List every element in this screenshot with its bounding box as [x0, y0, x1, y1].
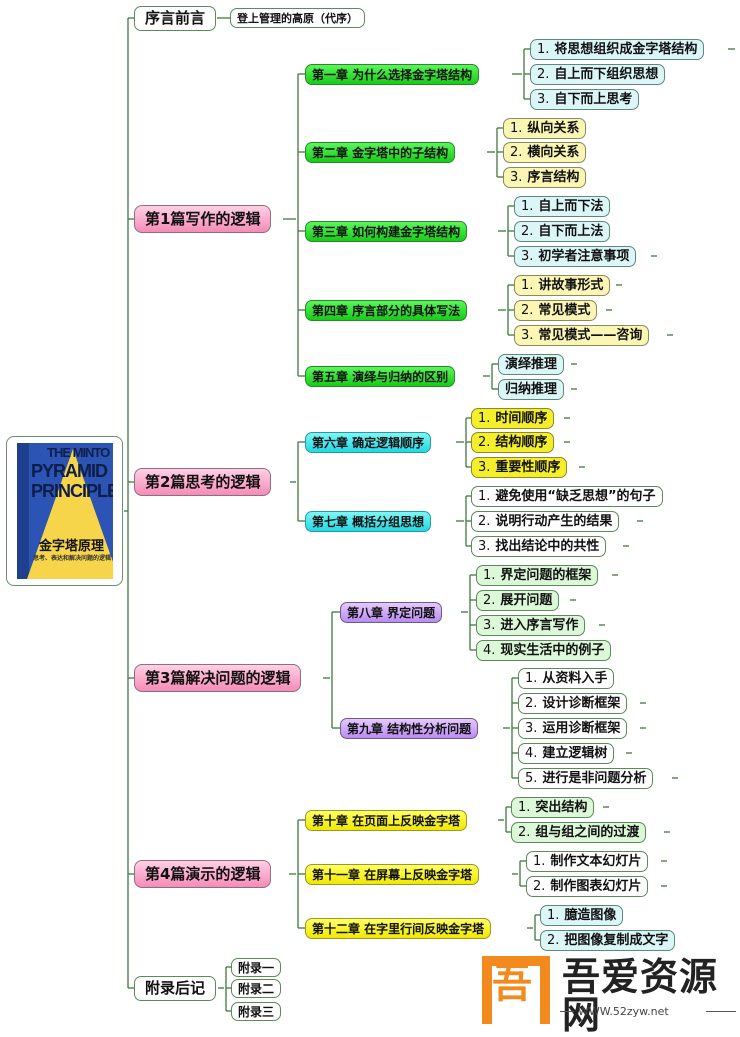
ch10-item-1[interactable]: 1.突出结构 [511, 797, 595, 818]
ch3-item-1[interactable]: 1.自上而下法 [514, 196, 611, 217]
ch11-item-1[interactable]: 1.制作文本幻灯片 [526, 851, 649, 872]
chapter-3[interactable]: 第三章 如何构建金字塔结构 [305, 221, 468, 242]
chapter-10[interactable]: 第十章 在页面上反映金字塔 [305, 810, 468, 831]
chapter-5[interactable]: 第五章 演绎与归纳的区别 [305, 366, 456, 387]
chapter-2[interactable]: 第二章 金字塔中的子结构 [305, 142, 456, 163]
ch6-item-3[interactable]: 3.重要性顺序 [471, 457, 568, 478]
branch-appendix[interactable]: 附录后记 [134, 976, 217, 1001]
ch3-item-3[interactable]: 3.初学者注意事项 [514, 246, 637, 267]
ch1-item-3[interactable]: 3.自下而上思考 [530, 89, 640, 110]
ch1-item-2[interactable]: 2.自上而下组织思想 [530, 64, 666, 85]
watermark-logo-icon: 吾 [482, 956, 550, 1024]
ch7-item-2[interactable]: 2.说明行动产生的结果 [471, 511, 620, 532]
chapter-6[interactable]: 第六章 确定逻辑顺序 [305, 432, 432, 453]
appendix-2[interactable]: 附录二 [231, 979, 282, 998]
chapter-4[interactable]: 第四章 序言部分的具体写法 [305, 300, 468, 321]
watermark-title: 吾爱资源网 [562, 955, 719, 1037]
branch-part-1[interactable]: 第1篇写作的逻辑 [134, 205, 272, 233]
ch9-item-4[interactable]: 4.建立逻辑树 [518, 743, 615, 764]
ch8-item-1[interactable]: 1.界定问题的框架 [476, 565, 599, 586]
watermark-url: WWW.52zyw.net [578, 1005, 669, 1018]
appendix-3[interactable]: 附录三 [231, 1002, 282, 1021]
ch7-item-3[interactable]: 3.找出结论中的共性 [471, 536, 607, 557]
ch4-item-3[interactable]: 3.常见模式——咨询 [514, 325, 650, 346]
watermark-divider [706, 1011, 736, 1012]
root-book-node[interactable]: THE MINTO PYRAMID PRINCIPLE 金字塔原理 思考、表达和… [6, 436, 123, 586]
chapter-8[interactable]: 第八章 界定问题 [340, 602, 443, 623]
ch3-item-2[interactable]: 2.自下而上法 [514, 221, 611, 242]
ch2-item-1[interactable]: 1.纵向关系 [503, 118, 587, 139]
ch2-item-2[interactable]: 2.横向关系 [503, 142, 587, 163]
ch9-item-3[interactable]: 3.运用诊断框架 [518, 718, 628, 739]
branch-part-4[interactable]: 第4篇演示的逻辑 [134, 860, 272, 888]
ch8-item-4[interactable]: 4.现实生活中的例子 [476, 640, 612, 661]
ch8-item-2[interactable]: 2.展开问题 [476, 590, 560, 611]
chapter-1[interactable]: 第一章 为什么选择金字塔结构 [305, 64, 480, 85]
ch4-item-2[interactable]: 2.常见模式 [514, 300, 598, 321]
chapter-11[interactable]: 第十一章 在屏幕上反映金字塔 [305, 864, 480, 885]
ch6-item-2[interactable]: 2.结构顺序 [471, 432, 555, 453]
ch12-item-1[interactable]: 1.臆造图像 [540, 905, 624, 926]
ch12-item-2[interactable]: 2.把图像复制成文字 [540, 930, 676, 951]
branch-preface[interactable]: 序言前言 [134, 6, 217, 31]
ch7-item-1[interactable]: 1.避免使用“缺乏思想”的句子 [471, 486, 663, 507]
ch9-item-5[interactable]: 5.进行是非问题分析 [518, 768, 654, 789]
ch5-item-1[interactable]: 演绎推理 [498, 354, 565, 375]
chapter-7[interactable]: 第七章 概括分组思想 [305, 511, 432, 532]
ch6-item-1[interactable]: 1.时间顺序 [471, 408, 555, 429]
watermark-divider [560, 1011, 574, 1012]
ch9-item-1[interactable]: 1.从资料入手 [518, 668, 615, 689]
chapter-12[interactable]: 第十二章 在字里行间反映金字塔 [305, 918, 492, 939]
branch-part-2[interactable]: 第2篇思考的逻辑 [134, 468, 272, 496]
ch4-item-1[interactable]: 1.讲故事形式 [514, 275, 611, 296]
ch10-item-2[interactable]: 2.组与组之间的过渡 [511, 822, 647, 843]
ch9-item-2[interactable]: 2.设计诊断框架 [518, 693, 628, 714]
book-cover-image: THE MINTO PYRAMID PRINCIPLE 金字塔原理 思考、表达和… [17, 443, 113, 579]
ch8-item-3[interactable]: 3.进入序言写作 [476, 615, 586, 636]
chapter-9[interactable]: 第九章 结构性分析问题 [340, 718, 479, 739]
ch5-item-2[interactable]: 归纳推理 [498, 379, 565, 400]
ch2-item-3[interactable]: 3.序言结构 [503, 167, 587, 188]
ch11-item-2[interactable]: 2.制作图表幻灯片 [526, 876, 649, 897]
branch-part-3[interactable]: 第3篇解决问题的逻辑 [134, 664, 302, 692]
preface-item[interactable]: 登上管理的高原（代序） [230, 8, 365, 28]
appendix-1[interactable]: 附录一 [231, 958, 282, 977]
ch1-item-1[interactable]: 1.将思想组织成金字塔结构 [530, 39, 705, 60]
